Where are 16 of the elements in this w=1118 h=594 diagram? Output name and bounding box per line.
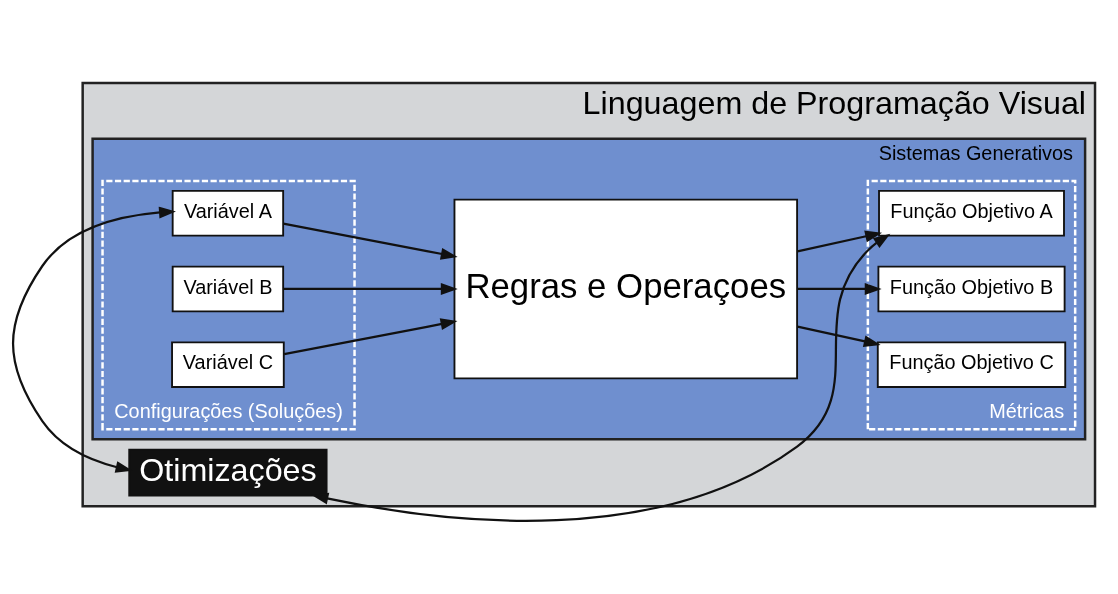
arrow	[283, 222, 458, 260]
node-box: Variável B	[171, 265, 285, 313]
node-box: Função Objetivo B	[877, 265, 1066, 313]
arrow	[797, 283, 882, 295]
node-box: Função Objetivo C	[876, 341, 1067, 388]
arrow	[311, 233, 891, 522]
node-box: Otimizações	[128, 448, 328, 497]
arrow	[796, 230, 883, 253]
node-box: Variável A	[171, 189, 285, 237]
arrow	[796, 325, 881, 348]
node-box: Função Objetivo A	[878, 189, 1065, 237]
arrow	[283, 283, 458, 295]
arrow	[283, 318, 458, 356]
arrow	[12, 206, 176, 473]
node-box: Regras e Operaçoes	[453, 198, 798, 380]
node-box: Variável C	[171, 341, 285, 388]
